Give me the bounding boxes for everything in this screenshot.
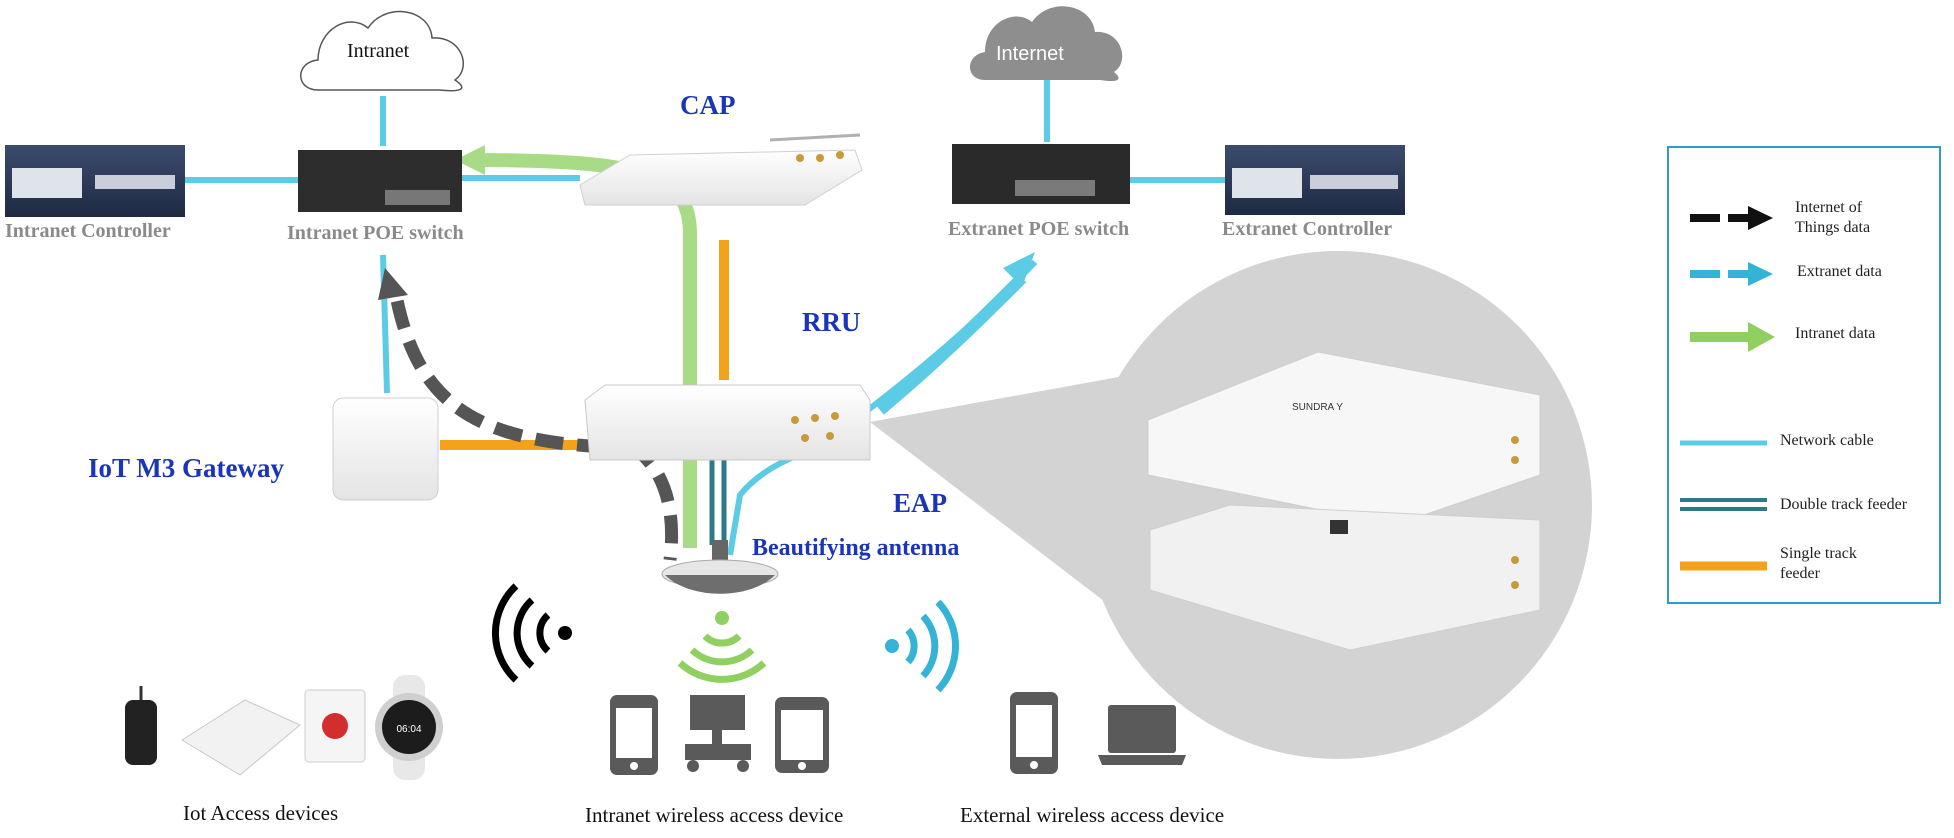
extranet-poe-switch-label: Extranet POE switch <box>948 218 1130 240</box>
intranet-workstation-icon <box>685 695 751 772</box>
legend-double-track-label: Double track feeder <box>1780 496 1908 513</box>
cap-device <box>579 133 863 206</box>
extranet-data-flow <box>876 252 1035 415</box>
extranet-signal-icon <box>885 599 959 693</box>
iot-signal-icon <box>491 583 572 683</box>
eap-closeup-brand: SUNDRA Y <box>1292 402 1343 413</box>
intranet-signal-icon <box>677 611 767 683</box>
iot-access-devices: 06:04 <box>125 675 443 780</box>
extranet-controller-device <box>1225 145 1405 215</box>
legend-iot-label: Internet of Things data <box>1795 199 1871 236</box>
watch-time: 06:04 <box>396 724 421 735</box>
intranet-poe-switch-label: Intranet POE switch <box>287 222 464 244</box>
intranet-poe-switch-device <box>298 150 462 212</box>
legend <box>1667 146 1941 604</box>
intranet-wireless-label: Intranet wireless access device <box>585 803 844 827</box>
intranet-controller-device <box>5 145 185 217</box>
iot-tag-device <box>125 700 157 765</box>
internet-cloud-label: Internet <box>996 43 1064 65</box>
intranet-phone-icon <box>610 695 658 775</box>
legend-iot-symbol <box>1690 206 1773 230</box>
external-laptop-icon <box>1098 705 1186 765</box>
legend-extranet-symbol <box>1690 262 1773 286</box>
internet-cloud <box>970 6 1123 82</box>
legend-single-track-label: Single track feeder <box>1780 545 1857 582</box>
eap-closeup-device: SUNDRA Y <box>1147 351 1541 651</box>
iot-gateway-device <box>332 397 439 501</box>
iot-gateway-label: IoT M3 Gateway <box>88 453 284 483</box>
iot-card-device <box>181 699 301 776</box>
rru-label: RRU <box>802 307 861 337</box>
eap-label: EAP <box>893 488 947 518</box>
extranet-poe-switch-device <box>952 144 1130 204</box>
legend-intranet-symbol <box>1690 322 1775 352</box>
rru-device <box>584 384 871 461</box>
beautifying-antenna-device <box>661 540 779 594</box>
legend-intranet-label: Intranet data <box>1795 325 1876 342</box>
legend-extranet-label: Extranet data <box>1797 263 1882 280</box>
external-wireless-label: External wireless access device <box>960 803 1225 827</box>
cap-label: CAP <box>680 90 736 120</box>
intranet-cloud-label: Intranet <box>347 40 410 62</box>
double-track-feeders <box>709 452 727 545</box>
antenna-label: Beautifying antenna <box>752 535 960 561</box>
external-phone-icon <box>1010 692 1058 774</box>
intranet-tablet-icon <box>775 697 829 773</box>
extranet-controller-label: Extranet Controller <box>1222 218 1393 240</box>
intranet-cloud <box>300 10 464 92</box>
legend-double-track-symbol <box>1680 498 1767 511</box>
legend-network-cable-label: Network cable <box>1780 432 1874 449</box>
intranet-controller-label: Intranet Controller <box>5 220 171 242</box>
iot-access-devices-label: Iot Access devices <box>183 801 339 825</box>
